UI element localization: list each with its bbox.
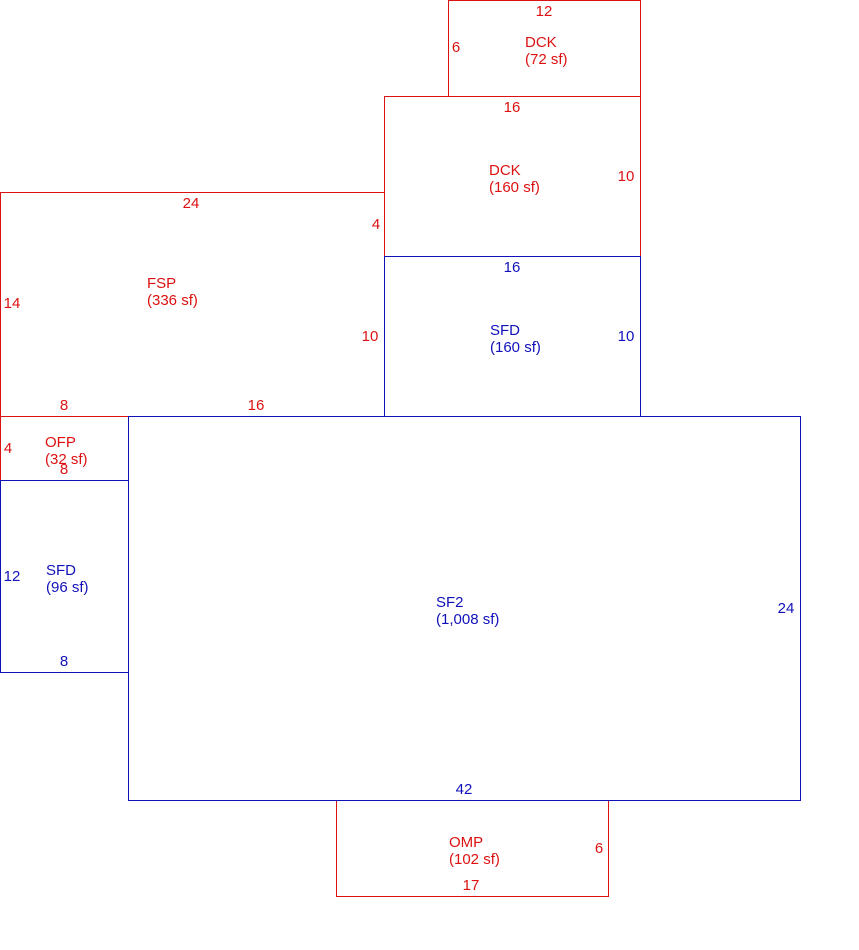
dck-mid-dim-top: 16 <box>504 99 521 116</box>
sfd-lower-area: (96 sf) <box>46 579 89 596</box>
sfd-lower-code: SFD <box>46 562 76 579</box>
ofp-dim-bottom: 8 <box>60 461 68 478</box>
ofp-code: OFP <box>45 434 76 451</box>
omp-area: (102 sf) <box>449 851 500 868</box>
dck-top-code: DCK <box>525 34 557 51</box>
fsp-area: (336 sf) <box>147 292 198 309</box>
sf2-code: SF2 <box>436 594 464 611</box>
sfd-lower-dim-bottom: 8 <box>60 653 68 670</box>
sf2-outline <box>128 416 801 801</box>
omp-code: OMP <box>449 834 483 851</box>
sfd-upper-area: (160 sf) <box>490 339 541 356</box>
sfd-upper-dim-top: 16 <box>504 259 521 276</box>
dck-top-dim-top: 12 <box>536 3 553 20</box>
dck-mid-dim-right: 10 <box>618 168 635 185</box>
dck-top-dim-left: 6 <box>452 39 460 56</box>
omp-dim-bottom: 17 <box>463 877 480 894</box>
fsp-dim-right-lower: 10 <box>362 328 379 345</box>
dck-top-area: (72 sf) <box>525 51 568 68</box>
fsp-dim-bottom-left: 8 <box>60 397 68 414</box>
fsp-code: FSP <box>147 275 176 292</box>
fsp-dim-top: 24 <box>183 195 200 212</box>
sf2-area: (1,008 sf) <box>436 611 499 628</box>
sfd-lower-dim-left: 12 <box>4 568 21 585</box>
omp-dim-right: 6 <box>595 840 603 857</box>
fsp-dim-left: 14 <box>4 295 21 312</box>
sfd-upper-code: SFD <box>490 322 520 339</box>
fsp-dim-right-upper: 4 <box>372 216 380 233</box>
dck-mid-code: DCK <box>489 162 521 179</box>
ofp-area: (32 sf) <box>45 451 88 468</box>
sf2-dim-bottom: 42 <box>456 781 473 798</box>
ofp-dim-left: 4 <box>4 440 12 457</box>
sf2-dim-right: 24 <box>778 600 795 617</box>
dck-mid-area: (160 sf) <box>489 179 540 196</box>
fsp-dim-bottom-right: 16 <box>248 397 265 414</box>
sfd-upper-dim-right: 10 <box>618 328 635 345</box>
